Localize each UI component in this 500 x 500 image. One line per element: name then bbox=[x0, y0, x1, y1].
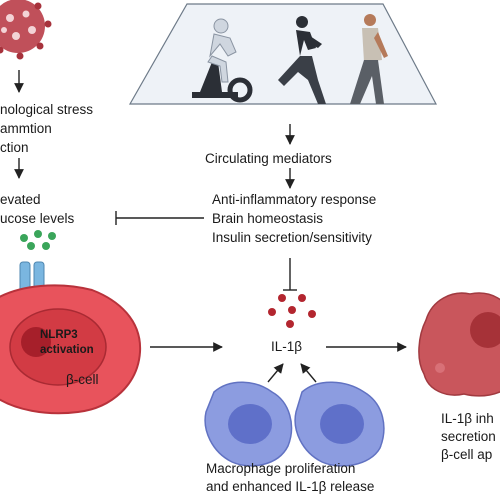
stress-label-3: ction bbox=[0, 140, 29, 155]
virus-icon bbox=[0, 0, 52, 60]
inhibit-il1b bbox=[283, 258, 297, 291]
il1b-effect-label-2: secretion bbox=[441, 429, 496, 444]
insulin-label: Insulin secretion/sensitivity bbox=[212, 230, 372, 245]
il1b-dots bbox=[268, 294, 316, 328]
macrophage-label-1: Macrophage proliferation bbox=[206, 461, 356, 476]
exercise-panel bbox=[128, 3, 437, 105]
inhibit-glucose bbox=[115, 211, 204, 225]
cyclist-icon bbox=[192, 18, 253, 103]
inflammasome bbox=[21, 327, 51, 357]
arrow-macrophage-left bbox=[267, 363, 284, 383]
glucose-dots bbox=[20, 230, 56, 250]
il1b-effect-label-1: IL-1β inh bbox=[441, 411, 494, 426]
runner-icon bbox=[278, 16, 326, 104]
macrophage-right bbox=[294, 381, 385, 467]
brain-homeostasis-label: Brain homeostasis bbox=[212, 211, 324, 226]
anti-inflammatory-label: Anti-inflammatory response bbox=[212, 192, 377, 207]
stress-label-2: ammtion bbox=[0, 121, 52, 136]
walker-icon bbox=[350, 14, 388, 104]
beta-cell-label: β-cell bbox=[66, 372, 99, 387]
circulating-mediators-label: Circulating mediators bbox=[205, 151, 332, 166]
arrow-macrophage-right bbox=[300, 363, 317, 383]
macrophage-left bbox=[204, 381, 293, 467]
stress-label-1: nological stress bbox=[0, 102, 94, 117]
glucose-label-1: evated bbox=[0, 192, 41, 207]
il1b-label: IL-1β bbox=[271, 339, 303, 354]
nlrp3-label: NLRP3 bbox=[40, 329, 78, 341]
activation-label: activation bbox=[40, 344, 94, 356]
il1b-effect-label-3: β-cell ap bbox=[441, 447, 493, 462]
apoptotic-cell bbox=[418, 292, 500, 397]
glucose-label-2: ucose levels bbox=[0, 211, 75, 226]
macrophage-label-2: and enhanced IL-1β release bbox=[206, 479, 375, 494]
